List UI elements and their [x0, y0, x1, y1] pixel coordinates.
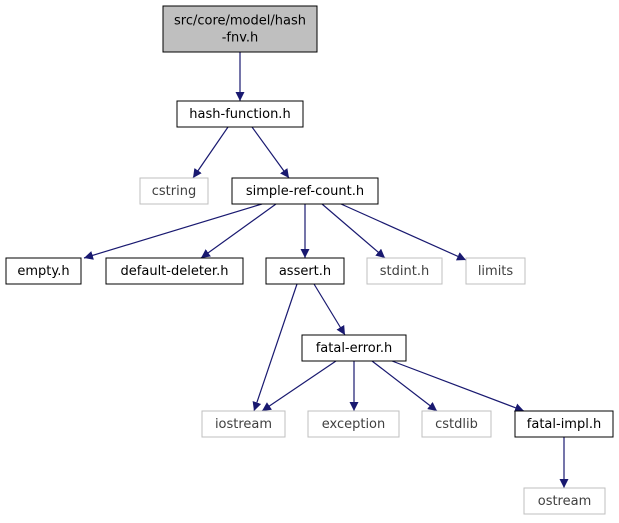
node-label-ostream: ostream — [538, 494, 592, 509]
node-box-ostream — [523, 487, 606, 515]
node-stdint: stdint.h — [366, 257, 443, 285]
node-empty[interactable]: empty.h — [5, 257, 82, 285]
node-box-cstdlib — [421, 410, 492, 438]
edge-simple-ref-count-to-limits — [340, 203, 467, 261]
node-cstdlib: cstdlib — [421, 410, 492, 438]
node-label-fatal-impl: fatal-impl.h — [527, 417, 601, 432]
node-label-stdint: stdint.h — [380, 264, 429, 279]
node-box-exception — [307, 410, 400, 438]
node-cstring: cstring — [139, 177, 209, 205]
edge-fatal-error-to-fatal-impl — [391, 360, 525, 413]
node-label-hash-function: hash-function.h — [189, 107, 290, 122]
node-label-empty: empty.h — [17, 264, 69, 279]
node-label-cstring: cstring — [152, 184, 196, 199]
edge-hash-function-to-cstring — [192, 126, 229, 179]
node-label-hash-fnv-line-0: src/core/model/hash — [174, 14, 306, 29]
node-label-hash-fnv-line-1: -fnv.h — [222, 31, 259, 46]
node-box-simple-ref-count — [231, 177, 379, 205]
node-iostream: iostream — [201, 410, 286, 438]
edge-simple-ref-count-to-empty — [83, 203, 263, 260]
node-ostream: ostream — [523, 487, 606, 515]
edge-fatal-error-to-cstdlib — [371, 360, 438, 412]
node-box-fatal-error — [301, 334, 407, 362]
node-box-hash-function — [176, 100, 304, 128]
node-label-exception: exception — [322, 417, 386, 432]
nodes-layer: src/core/model/hash -fnv.h hash-function.h… — [5, 5, 614, 515]
node-fatal-error[interactable]: fatal-error.h — [301, 334, 407, 362]
node-box-hash-fnv — [162, 5, 318, 53]
edge-simple-ref-count-to-stdint — [321, 203, 386, 259]
node-label-simple-ref-count: simple-ref-count.h — [246, 184, 364, 199]
edge-hash-function-to-simple-ref-count — [251, 126, 290, 179]
node-label-limits: limits — [478, 264, 514, 279]
edges-layer — [83, 52, 569, 488]
node-box-default-deleter — [105, 257, 244, 285]
node-exception: exception — [307, 410, 400, 438]
edge-fatal-error-to-iostream — [261, 360, 337, 412]
node-label-cstdlib: cstdlib — [435, 417, 478, 432]
node-box-empty — [5, 257, 82, 285]
edge-simple-ref-count-to-default-deleter — [200, 203, 277, 259]
node-fatal-impl[interactable]: fatal-impl.h — [514, 410, 614, 438]
node-label-assert: assert.h — [279, 264, 331, 279]
node-label-fatal-error: fatal-error.h — [316, 341, 393, 356]
node-box-iostream — [201, 410, 286, 438]
node-box-cstring — [139, 177, 209, 205]
node-hash-fnv[interactable]: src/core/model/hash -fnv.h — [162, 5, 318, 53]
node-box-stdint — [366, 257, 443, 285]
node-default-deleter[interactable]: default-deleter.h — [105, 257, 244, 285]
edge-assert-to-iostream — [252, 283, 298, 412]
node-box-fatal-impl — [514, 410, 614, 438]
node-limits: limits — [465, 257, 526, 285]
node-simple-ref-count[interactable]: simple-ref-count.h — [231, 177, 379, 205]
node-label-default-deleter: default-deleter.h — [121, 264, 229, 279]
node-assert[interactable]: assert.h — [265, 257, 345, 285]
node-box-assert — [265, 257, 345, 285]
node-label-iostream: iostream — [215, 417, 272, 432]
edge-assert-to-fatal-error — [313, 283, 346, 336]
node-box-limits — [465, 257, 526, 285]
node-hash-function[interactable]: hash-function.h — [176, 100, 304, 128]
